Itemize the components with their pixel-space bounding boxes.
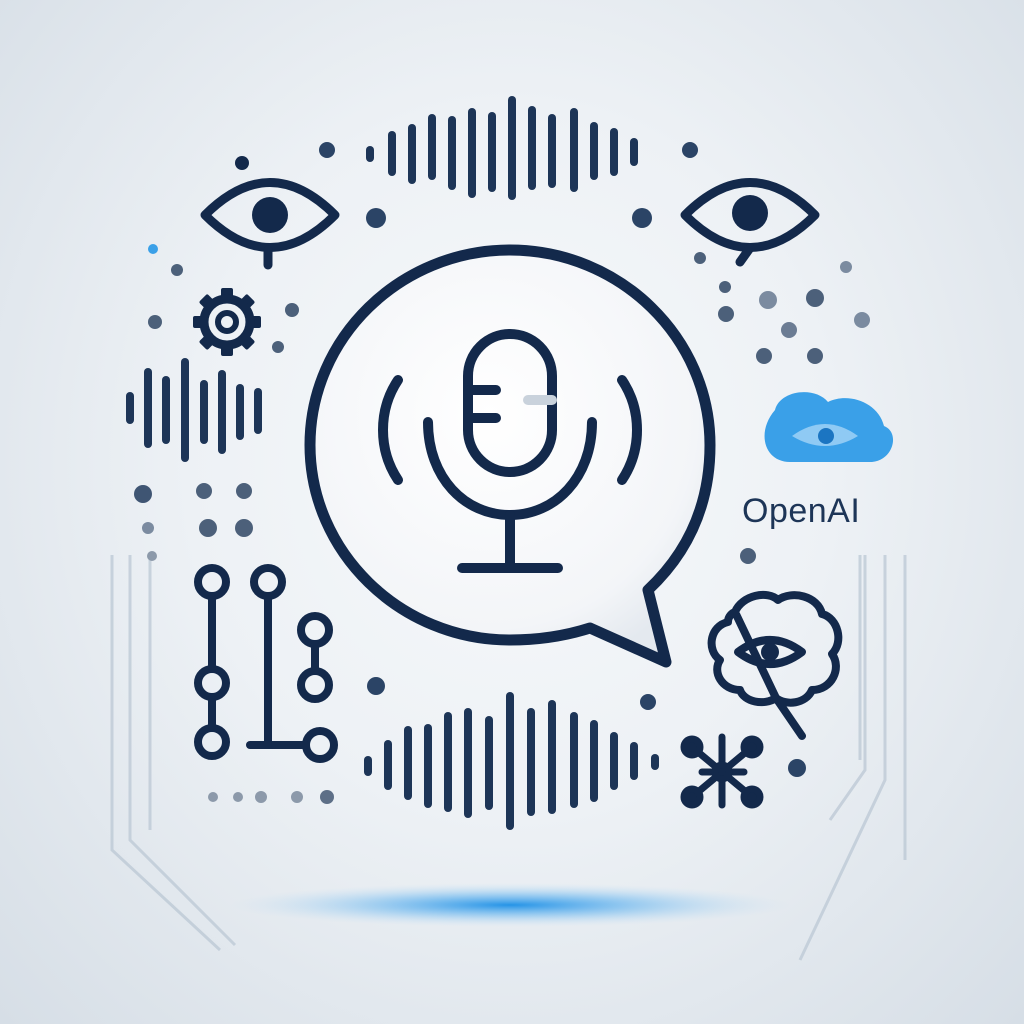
bottom-sound-wave (364, 692, 659, 830)
brand-wordmark: OpenAI (742, 492, 861, 530)
circuit-icon (194, 564, 338, 763)
sound-wave-icon (126, 358, 262, 462)
floor-glow (230, 883, 790, 927)
microphone-icon (378, 329, 642, 573)
cloud-eye-icon (764, 392, 894, 462)
right-rail-lines (798, 555, 907, 961)
left-rail-lines (110, 555, 237, 952)
dot-cluster-left (134, 244, 334, 804)
gear-icon (193, 288, 261, 356)
speech-bubble-icon (304, 244, 716, 668)
brain-icon (707, 590, 843, 740)
eye-icon (680, 178, 820, 267)
dot (367, 677, 385, 695)
eye-icon (200, 178, 340, 270)
dot-cluster-right (640, 252, 870, 777)
top-sound-wave (366, 96, 638, 200)
dot (366, 208, 386, 228)
dot (235, 156, 249, 170)
top-dots (319, 142, 698, 158)
dot (632, 208, 652, 228)
network-icon (680, 733, 764, 809)
